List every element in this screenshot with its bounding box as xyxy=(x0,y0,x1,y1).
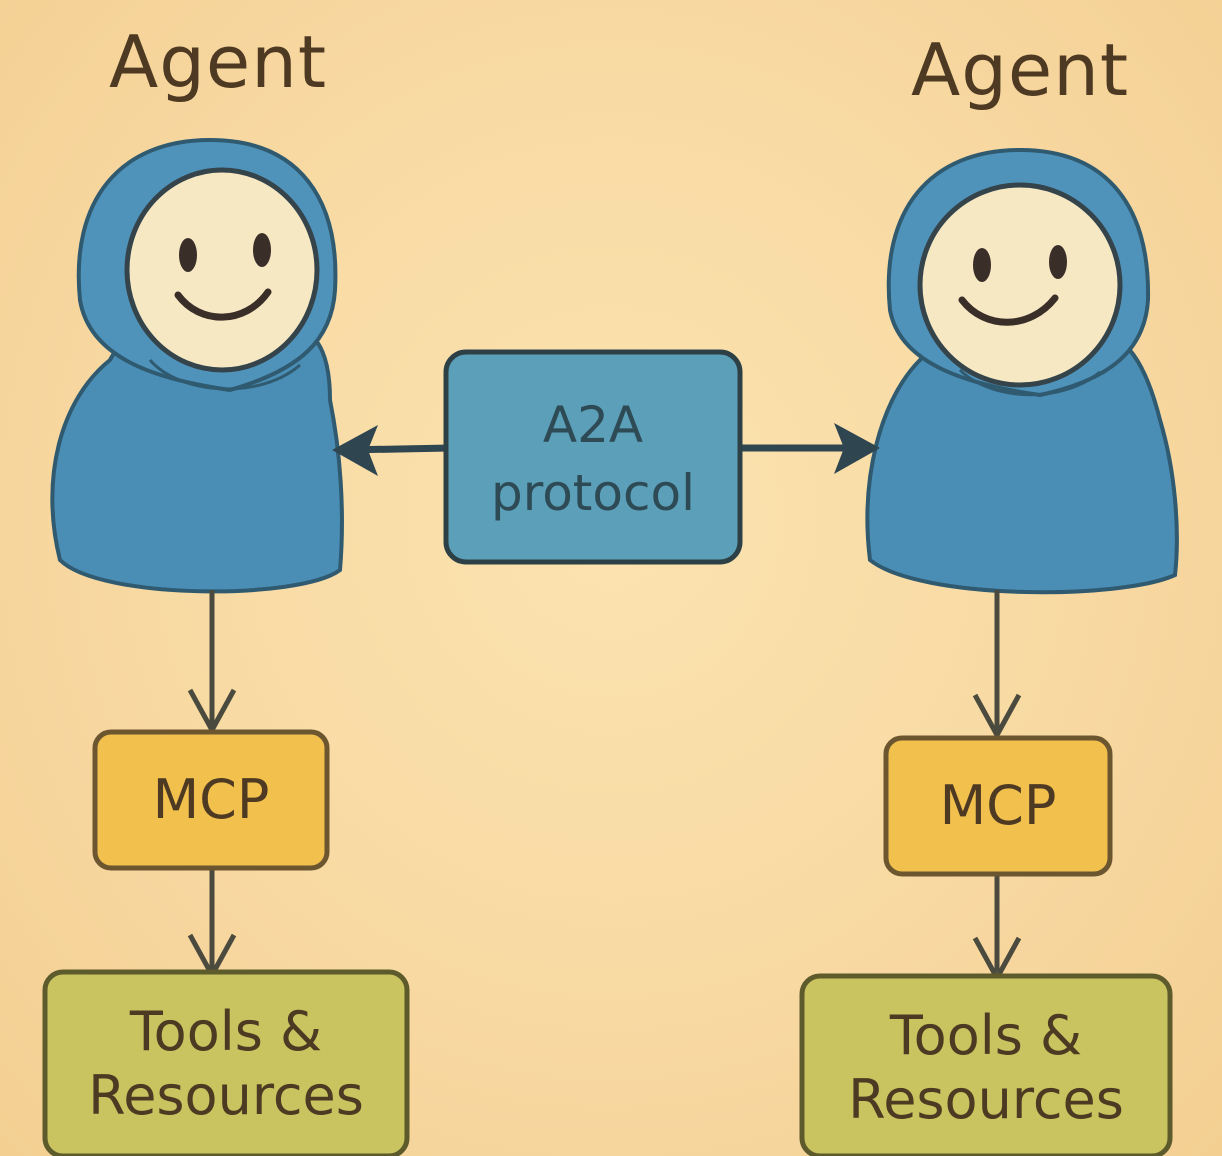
down-arrow-icon xyxy=(187,590,237,733)
tools-box-left xyxy=(42,969,410,1156)
a2a-protocol-box xyxy=(443,349,743,565)
tools-box-right xyxy=(799,973,1173,1156)
down-arrow-icon xyxy=(972,590,1022,738)
down-arrow-icon xyxy=(972,875,1022,981)
agent-figure-icon xyxy=(50,137,344,594)
mcp-box-left xyxy=(92,729,330,871)
agent-title-left: Agent xyxy=(108,20,328,104)
agent-title-right: Agent xyxy=(910,28,1130,112)
down-arrow-icon xyxy=(187,868,237,978)
mcp-label-right: MCP xyxy=(939,774,1057,837)
double-arrow-icon xyxy=(332,423,880,476)
tools-label-right: Tools & Resources xyxy=(848,1004,1124,1131)
agent-figure-icon xyxy=(865,147,1179,595)
tools-label-left: Tools & Resources xyxy=(88,1000,364,1127)
mcp-label-left: MCP xyxy=(152,768,270,831)
a2a-label-line2: protocol xyxy=(491,464,695,522)
mcp-box-right xyxy=(883,735,1113,877)
a2a-label-line1: A2A xyxy=(542,396,644,454)
